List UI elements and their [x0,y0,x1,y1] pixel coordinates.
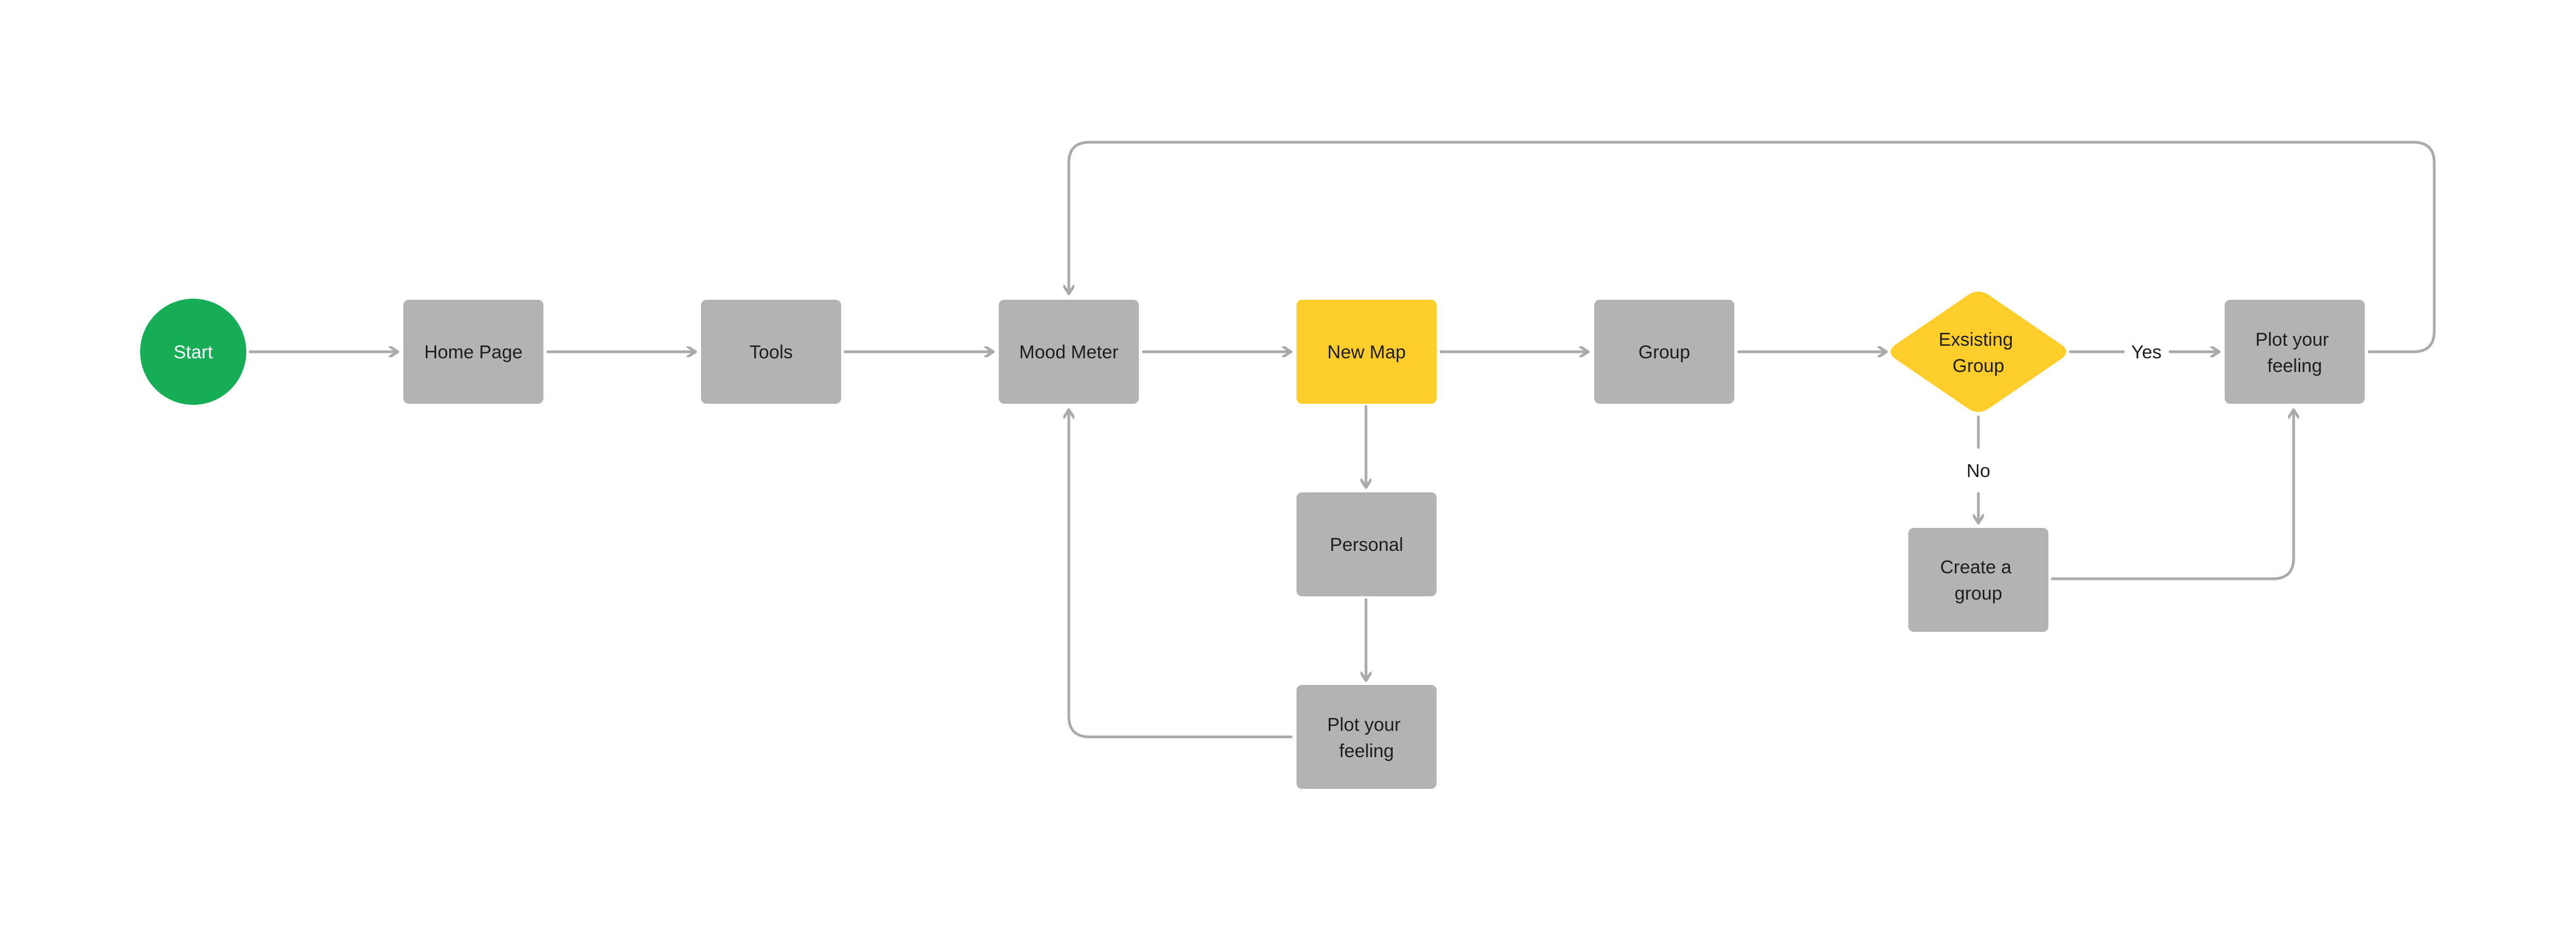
group-label: Group [1639,342,1691,363]
node-new-map[interactable]: New Map [1296,300,1437,404]
node-plot-feeling-group[interactable]: Plot your feeling [2225,300,2365,404]
start-circle [140,299,246,405]
personal-box [1296,492,1437,596]
node-personal[interactable]: Personal [1296,492,1437,596]
home-page-box [403,300,543,404]
node-plot-feeling-personal[interactable]: Plot your feeling [1296,685,1437,789]
node-mood-meter[interactable]: Mood Meter [999,300,1139,404]
plot-feeling-group-box [2225,300,2365,404]
edge-label-yes: Yes [2131,342,2161,363]
node-group[interactable]: Group [1594,300,1734,404]
plot-feeling-personal-label-line-2: feeling [1339,741,1394,762]
personal-label: Personal [1330,534,1403,555]
create-group-label: Create a group [1940,557,2017,604]
existing-group-diamond [1890,292,2066,412]
create-group-label-line-2: group [1955,583,2002,604]
group-box [1594,300,1734,404]
tools-box [701,300,841,404]
create-group-box [1908,528,2048,632]
edge-plot-feeling-loop-back-to-mood-meter [1069,141,2436,353]
plot-feeling-personal-box [1296,685,1437,789]
node-tools[interactable]: Tools [701,300,841,404]
plot-feeling-group-label: Plot your feeling [2255,329,2334,376]
mood-meter-box [999,300,1139,404]
edge-label-no: No [1966,461,1990,481]
start-label: Start [173,342,213,363]
create-group-label-line-1: Create a [1940,557,2011,578]
tools-label: Tools [749,342,792,363]
new-map-label: New Map [1327,342,1406,363]
edge-plot-feeling-back-to-mood-meter [1069,408,1293,739]
home-page-label: Home Page [424,342,523,363]
existing-group-label-line-2: Group [1953,356,2005,376]
existing-group-label-line-1: Exsisting [1938,329,2013,350]
new-map-box [1296,300,1437,404]
edge-create-group-to-plot-feeling [2051,408,2294,580]
node-start[interactable]: Start [140,299,246,405]
existing-group-label: Exsisting Group [1938,329,2018,376]
node-create-group[interactable]: Create a group [1908,528,2048,632]
plot-feeling-group-label-line-1: Plot your [2255,329,2329,350]
node-existing-group-decision[interactable]: Exsisting Group [1890,292,2066,412]
plot-feeling-personal-label-line-1: Plot your [1327,714,1400,735]
plot-feeling-group-label-line-2: feeling [2267,356,2322,376]
node-home-page[interactable]: Home Page [403,300,543,404]
mood-meter-label: Mood Meter [1019,342,1118,363]
plot-feeling-personal-label: Plot your feeling [1327,714,1406,762]
